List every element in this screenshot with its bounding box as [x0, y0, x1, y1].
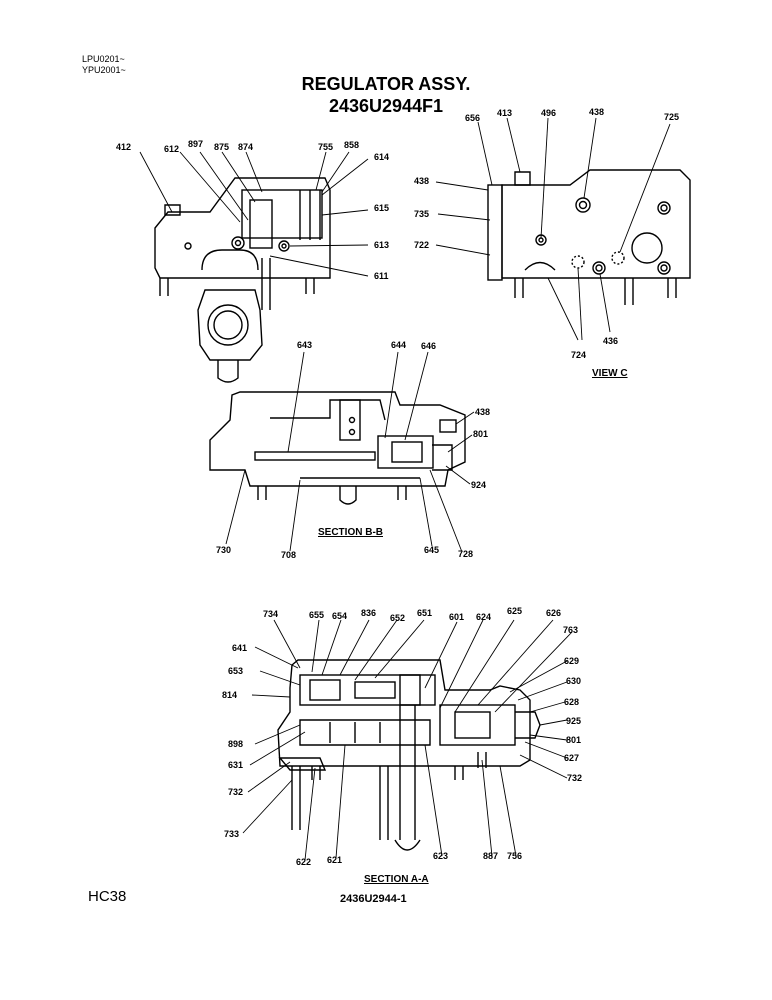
label-874: 874 [238, 142, 254, 152]
drawing-number: 2436U2944-1 [340, 893, 407, 905]
label-655: 655 [309, 610, 325, 620]
label-626: 626 [546, 608, 562, 618]
label-646: 646 [421, 341, 437, 351]
view-c [487, 169, 691, 305]
label-628: 628 [564, 697, 580, 707]
label-621: 621 [327, 855, 343, 865]
label-728: 728 [458, 549, 474, 559]
label-601: 601 [449, 612, 465, 622]
label-612: 612 [164, 144, 180, 154]
label-641: 641 [232, 643, 248, 653]
label-614: 614 [374, 152, 390, 162]
label-653: 653 [228, 666, 244, 676]
page-code: HC38 [88, 888, 127, 905]
leader-lines [139, 117, 671, 861]
label-814: 814 [222, 690, 238, 700]
label-645: 645 [424, 545, 440, 555]
top-left-view [154, 177, 331, 383]
label-763: 763 [563, 625, 579, 635]
label-656: 656 [465, 113, 481, 123]
label-413: 413 [497, 108, 513, 118]
label-732-right: 732 [567, 773, 583, 783]
label-708: 708 [281, 550, 297, 560]
serial-range-2: YPU2001~ [82, 65, 126, 75]
assembly-number: 2436U2944F1 [328, 96, 444, 116]
label-644: 644 [391, 340, 407, 350]
label-898: 898 [228, 739, 244, 749]
label-611: 611 [374, 271, 389, 281]
section-aa-view [277, 659, 541, 851]
label-623: 623 [433, 851, 449, 861]
view-c-caption: VIEW C [592, 368, 628, 379]
label-755: 755 [318, 142, 334, 152]
label-722: 722 [414, 240, 430, 250]
label-654: 654 [332, 611, 348, 621]
label-629: 629 [564, 656, 580, 666]
serial-range-1: LPU0201~ [82, 54, 125, 64]
label-724: 724 [571, 350, 587, 360]
label-625: 625 [507, 606, 523, 616]
label-875: 875 [214, 142, 230, 152]
label-631: 631 [228, 760, 244, 770]
label-732-left: 732 [228, 787, 244, 797]
label-438-left: 438 [414, 176, 430, 186]
label-897: 897 [188, 139, 204, 149]
label-725: 725 [664, 112, 680, 122]
label-651: 651 [417, 608, 433, 618]
section-bb-view [209, 391, 466, 505]
label-733: 733 [224, 829, 240, 839]
section-bb-caption: SECTION B-B [318, 527, 383, 538]
label-624: 624 [476, 612, 492, 622]
label-735: 735 [414, 209, 430, 219]
label-436: 436 [603, 336, 619, 346]
label-613: 613 [374, 240, 390, 250]
label-801-bb: 801 [473, 429, 489, 439]
label-756: 756 [507, 851, 523, 861]
label-858: 858 [344, 140, 360, 150]
label-627: 627 [564, 753, 580, 763]
label-925: 925 [566, 716, 582, 726]
label-801-aa: 801 [566, 735, 582, 745]
label-643: 643 [297, 340, 313, 350]
label-652: 652 [390, 613, 406, 623]
label-836: 836 [361, 608, 377, 618]
label-438-bb: 438 [475, 407, 491, 417]
label-438-top: 438 [589, 107, 605, 117]
label-622: 622 [296, 857, 312, 867]
page-title: REGULATOR ASSY. [301, 74, 471, 94]
label-630: 630 [566, 676, 582, 686]
label-734: 734 [263, 609, 279, 619]
label-412: 412 [116, 142, 132, 152]
section-aa-caption: SECTION A-A [364, 874, 429, 885]
label-496: 496 [541, 108, 557, 118]
label-730: 730 [216, 545, 232, 555]
label-887: 887 [483, 851, 499, 861]
label-924: 924 [471, 480, 487, 490]
label-615: 615 [374, 203, 390, 213]
